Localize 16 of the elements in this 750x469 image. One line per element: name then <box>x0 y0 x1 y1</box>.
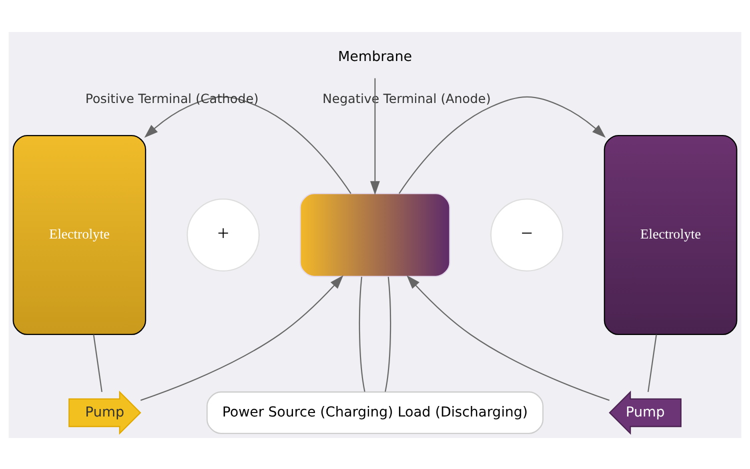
connector <box>648 334 657 392</box>
arrow <box>398 96 606 194</box>
node-box: Electrolyte <box>12 134 146 335</box>
node-text: Membrane <box>338 48 412 64</box>
arrow <box>140 274 344 400</box>
node-box: Power Source (Charging) Load (Discharging) <box>206 390 544 434</box>
arrow <box>406 274 610 400</box>
arrow <box>144 96 352 194</box>
node-circle: − <box>490 198 564 271</box>
connector <box>93 334 102 392</box>
node-circle: + <box>186 198 260 271</box>
connector <box>358 276 366 392</box>
node-box: Electrolyte <box>604 134 738 335</box>
arrow <box>370 78 380 194</box>
node-box <box>300 192 450 276</box>
connector <box>384 276 392 392</box>
